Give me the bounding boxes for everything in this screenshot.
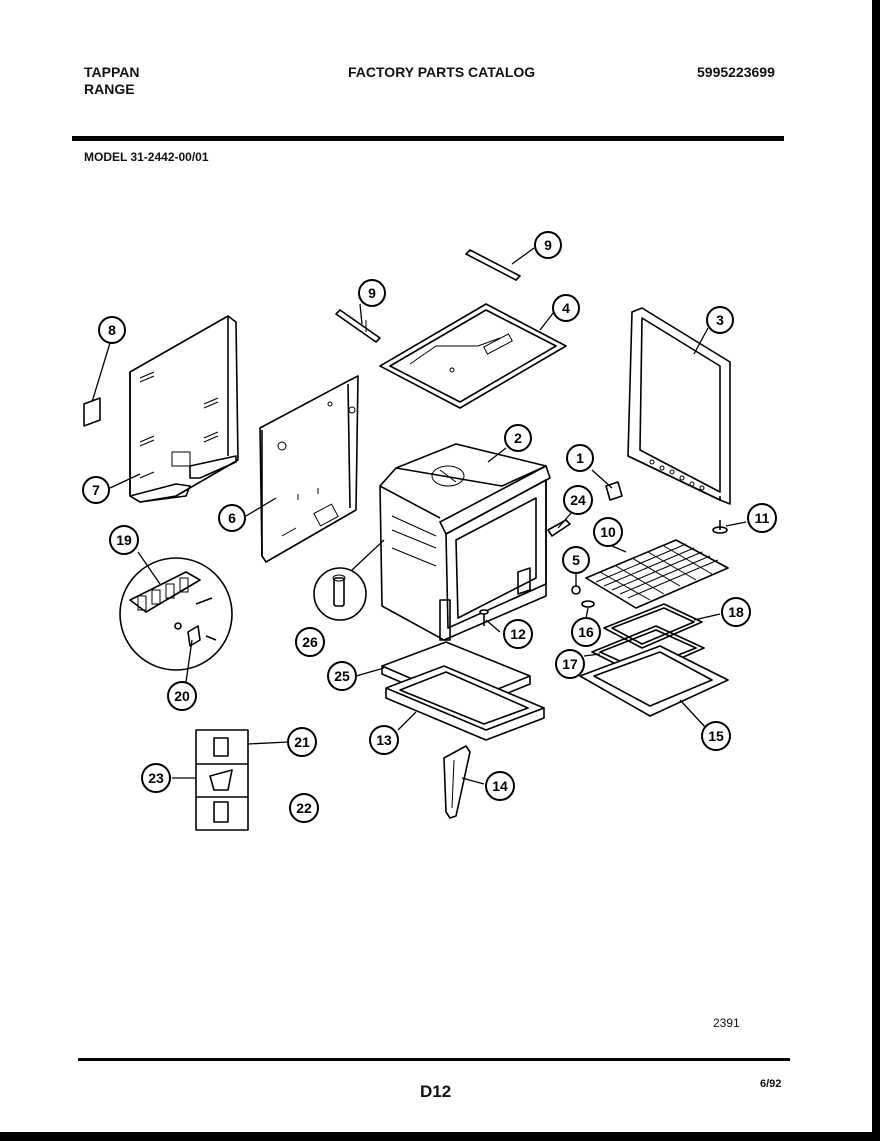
brand-label: TAPPAN RANGE <box>84 64 139 98</box>
callout-10-label: 10 <box>600 524 616 540</box>
callout-9-top-label: 9 <box>544 237 552 253</box>
callout-3: 3 <box>706 306 734 334</box>
part-7-back-panel <box>129 315 239 503</box>
callout-17: 17 <box>555 649 585 679</box>
callout-14-label: 14 <box>492 778 508 794</box>
footer-rule <box>78 1058 790 1061</box>
part-13-base-frame <box>385 665 545 741</box>
callout-20: 20 <box>167 681 197 711</box>
parts-21-23-switch-stack <box>195 729 249 831</box>
callout-1-label: 1 <box>576 450 584 466</box>
part-11-leveling-leg <box>712 520 728 534</box>
callout-26-label: 26 <box>302 634 318 650</box>
callout-20-label: 20 <box>174 688 190 704</box>
callout-leaders <box>91 247 747 785</box>
callout-21: 21 <box>287 727 317 757</box>
callout-8: 8 <box>98 316 126 344</box>
callout-3-label: 3 <box>716 312 724 328</box>
drawing-number: 2391 <box>713 1016 740 1030</box>
scan-edge-right <box>872 0 880 1141</box>
callout-1: 1 <box>566 444 594 472</box>
callout-9-top: 9 <box>534 231 562 259</box>
callout-11: 11 <box>747 503 777 533</box>
part-9-trim-strip-top <box>465 249 521 281</box>
part-14-bracket <box>443 745 471 819</box>
part-26-detail-circle <box>313 539 385 621</box>
callout-9-left-label: 9 <box>368 285 376 301</box>
page-id: D12 <box>420 1082 452 1101</box>
catalog-title: FACTORY PARTS CATALOG <box>348 64 536 80</box>
callout-15: 15 <box>701 721 731 751</box>
callout-4: 4 <box>552 294 580 322</box>
callout-13: 13 <box>369 725 399 755</box>
callout-9-left: 9 <box>358 279 386 307</box>
callout-5: 5 <box>562 546 590 574</box>
part-12-hinge-pin <box>479 609 489 626</box>
callout-18-label: 18 <box>728 604 744 620</box>
callout-11-label: 11 <box>755 510 770 526</box>
callout-26: 26 <box>295 627 325 657</box>
brand-line-1: TAPPAN <box>84 64 140 80</box>
callout-18: 18 <box>721 597 751 627</box>
callout-8-label: 8 <box>108 322 116 338</box>
callout-2-label: 2 <box>514 430 522 446</box>
callout-25-label: 25 <box>334 668 350 684</box>
callout-2: 2 <box>504 424 532 452</box>
callout-24: 24 <box>563 485 593 515</box>
callout-16: 16 <box>571 617 601 647</box>
part-15-door-frame-lower <box>579 645 729 717</box>
part-10-oven-rack <box>585 539 729 609</box>
callout-22-label: 22 <box>296 800 312 816</box>
callout-19: 19 <box>109 525 139 555</box>
callout-10: 10 <box>593 517 623 547</box>
part-24-clip <box>547 519 571 537</box>
part-6-side-panel <box>259 375 359 563</box>
callout-12-label: 12 <box>510 626 526 642</box>
header-rule <box>72 136 784 141</box>
callout-17-label: 17 <box>562 656 578 672</box>
catalog-number: 5995223699 <box>697 64 775 80</box>
part-4-oven-top <box>379 303 567 409</box>
revision-date: 6/92 <box>760 1078 782 1090</box>
part-3-door-frame <box>627 307 731 505</box>
part-9-trim-strip-left <box>335 309 381 343</box>
callout-25: 25 <box>327 661 357 691</box>
scan-edge-bottom <box>0 1132 880 1141</box>
callout-5-label: 5 <box>572 552 580 568</box>
callout-4-label: 4 <box>562 300 570 316</box>
parts-19-20-detail <box>119 557 233 671</box>
callout-16-label: 16 <box>578 624 594 640</box>
callout-14: 14 <box>485 771 515 801</box>
callout-15-label: 15 <box>708 728 724 744</box>
callout-12: 12 <box>503 619 533 649</box>
callout-7: 7 <box>82 476 110 504</box>
callout-21-label: 21 <box>294 734 310 750</box>
model-number: MODEL 31-2442-00/01 <box>84 150 209 164</box>
callout-6: 6 <box>218 504 246 532</box>
callout-19-label: 19 <box>116 532 132 548</box>
part-8-label-plate <box>83 397 101 427</box>
callout-24-label: 24 <box>570 492 586 508</box>
part-5-screw <box>571 585 581 595</box>
callout-22: 22 <box>289 793 319 823</box>
callout-13-label: 13 <box>376 732 392 748</box>
part-2-oven-frame <box>379 443 551 641</box>
brand-line-2: RANGE <box>84 81 135 97</box>
callout-6-label: 6 <box>228 510 236 526</box>
callout-7-label: 7 <box>92 482 100 498</box>
part-16-clip <box>581 600 595 608</box>
callout-23-label: 23 <box>148 770 164 786</box>
callout-23: 23 <box>141 763 171 793</box>
